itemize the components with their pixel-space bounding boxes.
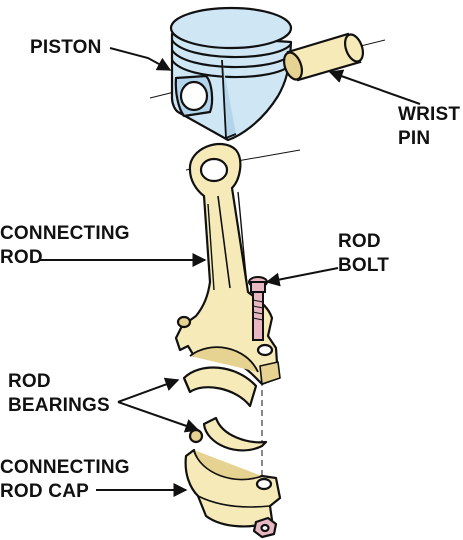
rod-bolt-label-line-1: ROD: [338, 231, 381, 252]
piston-label: PISTON: [30, 37, 102, 58]
lower-rod-bearing-part: [188, 416, 268, 452]
wrist-pin-label-line-1: WRIST: [398, 104, 461, 125]
piston-arrow: [109, 47, 172, 71]
connecting-rod-cap-part: [184, 448, 282, 539]
rod-bearings-label-line-2: BEARINGS: [8, 395, 110, 416]
connecting-rod-label: CONNECTING ROD: [0, 222, 130, 270]
piston-part: [169, 6, 293, 142]
connecting-rod-part: [174, 142, 281, 386]
leader-lines: [40, 47, 421, 497]
connecting-rod-cap-label-line-2: ROD CAP: [0, 481, 90, 502]
connecting-rod-label-line-2: ROD: [0, 247, 43, 268]
rod-bolt-label-line-2: BOLT: [338, 255, 390, 276]
wrist-pin-label: WRIST PIN: [398, 103, 460, 151]
rod-bearings-lower-arrow: [117, 401, 200, 433]
connecting-rod-cap-label-line-1: CONNECTING: [0, 457, 130, 478]
rod-bearings-label: ROD BEARINGS: [8, 370, 110, 418]
rod-bearings-upper-arrow: [117, 377, 180, 403]
rod-bolt-label: ROD BOLT: [338, 230, 389, 278]
connecting-rod-label-line-1: CONNECTING: [0, 223, 130, 244]
wrist-pin-arrow: [328, 69, 421, 105]
upper-rod-bearing-part: [182, 366, 258, 408]
wrist-pin-label-line-2: PIN: [398, 128, 431, 149]
rod-bolt-part: [248, 276, 268, 341]
rod-bearings-label-line-1: ROD: [8, 371, 51, 392]
connecting-rod-cap-label: CONNECTING ROD CAP: [0, 456, 130, 504]
rod-bolt-arrow: [265, 267, 339, 287]
wrist-pin-part: [282, 32, 365, 82]
